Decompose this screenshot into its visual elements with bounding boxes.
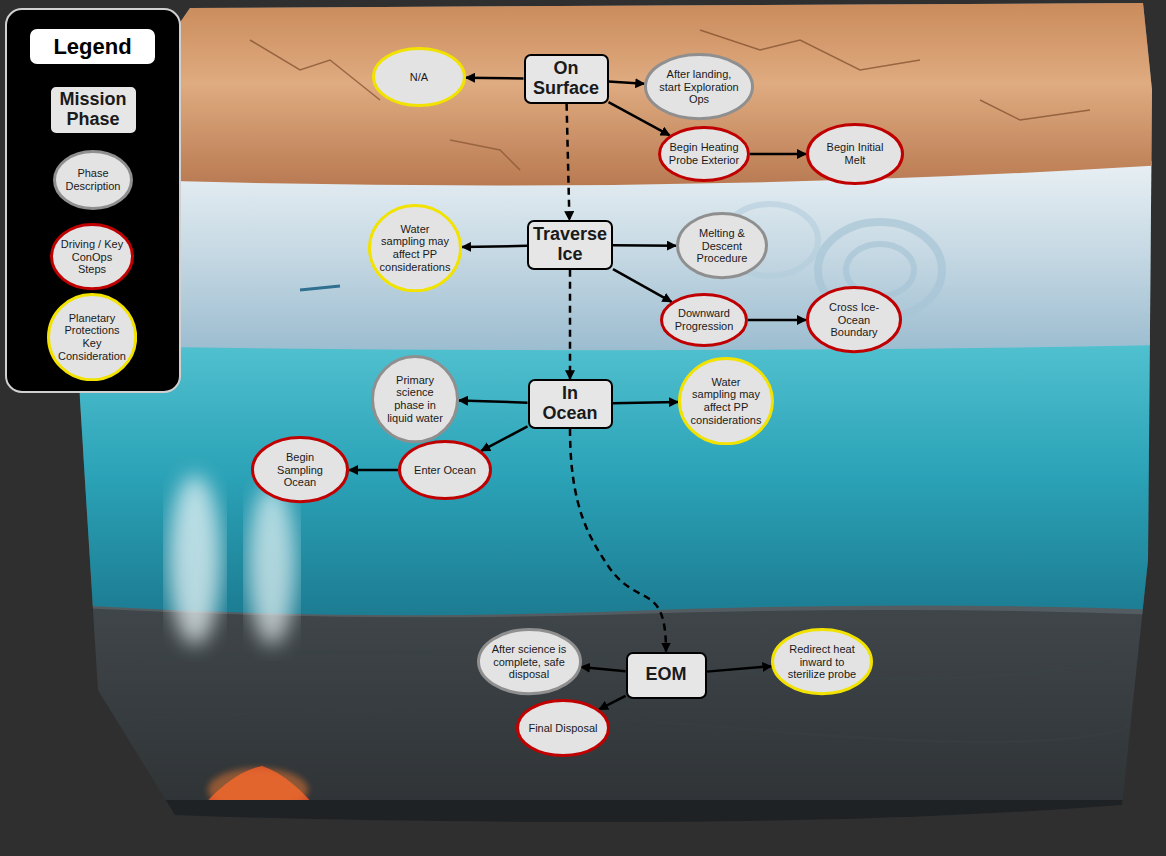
- conops-step-ellipse: Begin Heating Probe Exterior: [658, 126, 750, 182]
- ellipse-shape: [478, 630, 580, 694]
- ellipse-shape: [808, 288, 901, 352]
- node-text: Begin Sampling Ocean: [262, 451, 338, 489]
- connector-arrow: [581, 667, 626, 671]
- node-text: Begin Heating Probe Exterior: [668, 141, 740, 166]
- conops-step-ellipse: Cross Ice-Ocean Boundary: [806, 286, 902, 353]
- legend-mission-phase-box: Mission Phase: [49, 85, 138, 135]
- mission-phase-box: Traverse Ice: [527, 220, 613, 270]
- ellipse-shape: [369, 205, 460, 290]
- conops-step-ellipse: Downward Progression: [660, 293, 748, 347]
- ellipse-shape: [48, 294, 135, 379]
- ellipse-shape: [52, 225, 133, 289]
- conops-step-ellipse: Begin Initial Melt: [806, 123, 904, 185]
- connector-arrow: [466, 76, 524, 79]
- connector-arrow: [613, 402, 679, 403]
- ellipse-shape: [646, 55, 753, 119]
- legend-planetary-protection-ellipse: Planetary Protections Key Consideration: [47, 293, 137, 381]
- connector-arrow: [748, 319, 806, 322]
- connector-arrow: [459, 400, 528, 402]
- node-text: Enter Ocean: [408, 464, 481, 477]
- connector-arrow: [613, 244, 676, 247]
- ellipse-shape: [680, 358, 773, 443]
- node-text: Water sampling may affect PP considerati…: [378, 223, 451, 274]
- node-text: Water sampling may affect PP considerati…: [689, 376, 764, 427]
- node-text: Redirect heat inward to sterilize probe: [782, 643, 862, 681]
- node-text: Traverse Ice: [533, 225, 607, 265]
- planetary-protection-ellipse: Redirect heat inward to sterilize probe: [771, 628, 873, 695]
- node-text: N/A: [382, 71, 455, 84]
- ellipse-shape: [373, 356, 458, 441]
- node-text: In Ocean: [534, 384, 607, 424]
- planetary-protection-ellipse: N/A: [372, 47, 466, 107]
- legend-title-box: Legend: [28, 27, 157, 66]
- node-text: After science is complete, safe disposal: [488, 643, 570, 681]
- ellipse-shape: [662, 295, 747, 346]
- connector-arrow: [609, 82, 645, 84]
- mission-phase-box: On Surface: [524, 54, 609, 104]
- legend-title: Legend: [53, 34, 131, 60]
- mission-phase-box: EOM: [626, 652, 707, 699]
- conops-step-ellipse: Final Disposal: [516, 699, 610, 757]
- ellipse-shape: [400, 442, 491, 499]
- ellipse-shape: [374, 49, 465, 106]
- legend-phase-description-ellipse: Phase Description: [53, 150, 133, 210]
- node-text: Primary science phase in liquid water: [381, 374, 450, 425]
- phase-description-ellipse: Melting & Descent Procedure: [676, 212, 768, 279]
- ellipse-shape: [660, 128, 749, 181]
- ellipse-shape: [808, 125, 903, 184]
- planetary-protection-ellipse: Water sampling may affect PP considerati…: [678, 357, 774, 445]
- planetary-protection-ellipse: Water sampling may affect PP considerati…: [368, 204, 462, 292]
- node-text: Begin Initial Melt: [817, 141, 893, 166]
- ellipse-shape: [253, 438, 348, 502]
- phase-description-ellipse: After science is complete, safe disposal: [477, 628, 582, 695]
- node-text: EOM: [632, 665, 701, 685]
- phase-description-ellipse: After landing, start Exploration Ops: [644, 53, 754, 120]
- node-text: On Surface: [530, 59, 603, 99]
- connector-arrow: [599, 696, 625, 710]
- phase-transition-arrow: [567, 104, 570, 220]
- conops-step-ellipse: Enter Ocean: [398, 440, 492, 500]
- ellipse-shape: [518, 701, 609, 756]
- node-text: Final Disposal: [526, 722, 599, 735]
- connector-arrow: [349, 469, 398, 472]
- phase-transition-arrow: [570, 429, 666, 652]
- connector-arrow: [462, 246, 527, 247]
- connector-arrow: [750, 153, 806, 156]
- legend-text: Driving / Key ConOps Steps: [59, 238, 125, 276]
- connector-arrow: [481, 426, 527, 450]
- legend-conops-step-ellipse: Driving / Key ConOps Steps: [50, 223, 134, 290]
- phase-transition-arrow: [569, 270, 572, 379]
- node-text: Downward Progression: [670, 307, 739, 332]
- legend-text: Mission Phase: [55, 90, 132, 130]
- ellipse-shape: [55, 152, 132, 209]
- legend-text: Phase Description: [62, 167, 124, 192]
- phase-description-ellipse: Primary science phase in liquid water: [371, 355, 459, 443]
- ellipse-shape: [773, 630, 872, 694]
- connector-arrow: [707, 666, 772, 671]
- node-text: Cross Ice-Ocean Boundary: [817, 301, 892, 339]
- ellipse-shape: [678, 214, 767, 278]
- connector-arrow: [613, 269, 671, 302]
- mission-phase-box: In Ocean: [528, 379, 613, 429]
- conops-step-ellipse: Begin Sampling Ocean: [251, 436, 349, 503]
- node-text: After landing, start Exploration Ops: [656, 68, 742, 106]
- node-text: Melting & Descent Procedure: [686, 227, 758, 265]
- legend-text: Planetary Protections Key Consideration: [57, 312, 127, 363]
